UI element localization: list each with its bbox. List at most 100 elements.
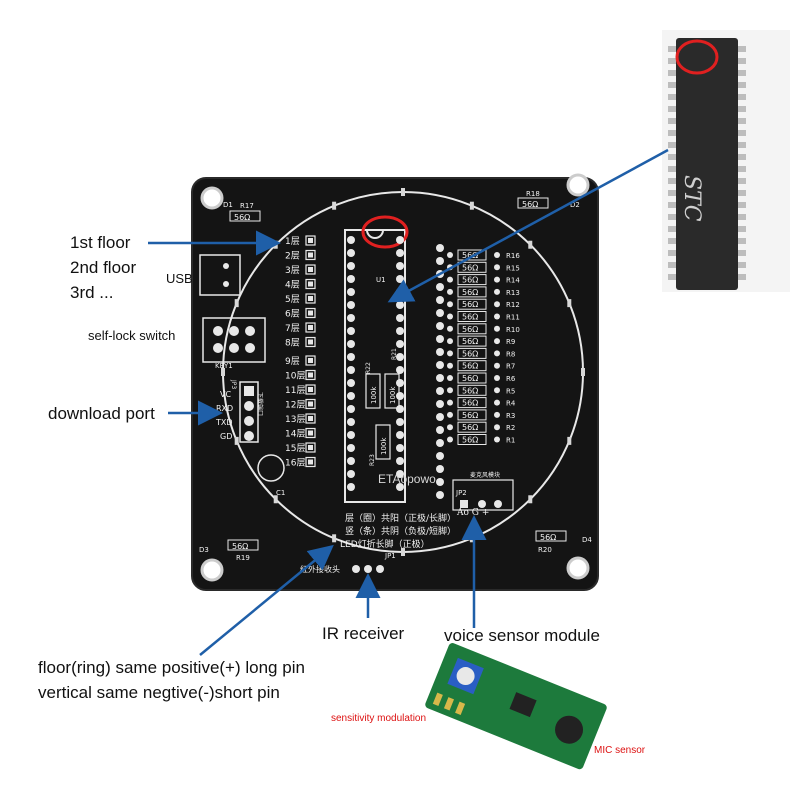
stc-chip-body [676,38,738,290]
silk-note-2: 竖（条）共阴（负极/短脚） [345,525,456,537]
floor-label: 5层 [285,294,300,305]
label-r17-value: 56Ω [234,213,250,222]
socket-pins [347,236,444,499]
label-download-cn: 下载端口 [256,392,264,416]
arrow-chip [387,148,669,303]
resistor-label: R16 [506,252,520,260]
resistor-value: 56Ω [462,337,478,346]
resistor-label: R1 [506,437,515,445]
resistor-label: R7 [506,363,515,371]
callout-mic-sensor: MIC sensor [594,745,646,756]
floor-label: 15层 [285,443,305,454]
label-r23: R23 [369,454,376,466]
label-mic-module-cn: 麦克风模块 [470,471,500,479]
resistor-value: 56Ω [462,325,478,334]
mount-hole-bottom-right [566,556,590,580]
resistor-value: 56Ω [462,349,478,358]
label-pin-rxd: RXD [216,404,233,413]
label-d1: D1 [223,201,233,209]
callout-third-floor: 3rd ... [70,283,114,302]
resistor-label: R14 [506,277,520,285]
floor-label: 14层 [285,429,305,440]
floor-label: 3层 [285,265,300,276]
floor-label: 2层 [285,251,300,262]
usb-footprint [199,254,241,296]
resistor-value: 56Ω [462,263,478,272]
label-c1: C1 [276,489,285,497]
resistor-value: 56Ω [462,399,478,408]
label-jp1: JP1 [384,552,396,560]
callout-floor-ring-line1: floor(ring) same positive(+) long pin [38,658,305,677]
floor-label: 10层 [285,371,305,382]
resistor-value: 56Ω [462,313,478,322]
callout-download-port: download port [48,404,155,423]
resistor-label: R12 [506,301,520,309]
callout-first-floor: 1st floor [70,233,131,252]
resistor-value: 56Ω [462,386,478,395]
floor-label: 7层 [285,323,300,334]
chip-socket [344,229,406,503]
floor-label: 11层 [285,385,305,396]
resistor-label: R3 [506,412,515,420]
label-d3: D3 [199,546,209,554]
arrow-floor-ring [199,544,334,656]
callout-second-floor: 2nd floor [70,258,137,277]
pcb-board: 56Ω 56Ω 56Ω 56Ω 56Ω 56Ω 56Ω 56Ω 56Ω 56Ω 56Ω 56Ω 56Ω 5… [191,173,599,591]
resistor-label: R6 [506,375,516,383]
label-pin-vc: VC [220,390,231,399]
floor-label: 16层 [285,458,305,469]
mount-hole-bottom-left [200,558,224,582]
floor-label: 6层 [285,309,300,320]
resistor-value: 56Ω [462,436,478,445]
label-u1: U1 [376,276,386,284]
callout-self-lock-switch: self-lock switch [88,328,176,343]
watermark-text: ETAopowo [378,472,436,486]
resistor-value: 56Ω [462,423,478,432]
floor-label: 13层 [285,414,305,425]
resistor-value: 56Ω [462,411,478,420]
label-r20: R20 [538,546,552,554]
resistor-label: R11 [506,314,520,322]
label-r22-value: 100k [370,386,378,404]
mount-hole-top-right [566,173,590,197]
resistor-label: R5 [506,387,515,395]
label-jp3: JP3 [230,379,237,389]
floor-label: 12层 [285,400,305,411]
resistor-label: R4 [506,400,516,408]
silk-note-1: 层（圈）共阳（正极/长脚） [345,512,456,524]
floor-pads [221,188,585,556]
label-r22: R22 [365,362,372,374]
silk-note-3: LED灯折长脚（正极） [340,538,430,550]
label-jp2: JP2 [455,489,467,497]
callout-ir-receiver: IR receiver [322,624,405,643]
chip-brand: STC [679,175,704,222]
resistor-value: 56Ω [462,374,478,383]
label-r21-value: 100k [389,386,397,404]
label-d4: D4 [582,536,592,544]
label-r19: R19 [236,554,250,562]
callout-usb: USB [166,271,193,286]
resistor-value: 56Ω [462,288,478,297]
floor-label: 4层 [285,280,300,291]
label-r21: R21 [391,348,398,360]
resistor-label: R2 [506,424,515,432]
label-r23-value: 100k [380,437,388,455]
resistor-label: R10 [506,326,520,334]
chip-closeup: STC [662,30,790,292]
mount-hole-top-left [200,186,224,210]
floor-label: 9层 [285,356,300,367]
resistor-label: R9 [506,338,515,346]
callout-floor-ring-line2: vertical same negtive(-)short pin [38,683,280,702]
label-r19-value: 56Ω [232,542,248,551]
resistor-label: R8 [506,350,515,358]
resistor-value: 56Ω [462,276,478,285]
voice-sensor-module-photo [425,643,607,770]
callout-sensitivity-modulation: sensitivity modulation [331,713,427,724]
label-pin-txd: TXD [215,418,233,427]
floor-label: 1层 [285,236,300,247]
callout-voice-sensor: voice sensor module [444,626,600,645]
chip-notch-highlight [675,39,719,75]
capacitor-footprint [257,454,285,482]
label-d2: D2 [570,201,580,209]
